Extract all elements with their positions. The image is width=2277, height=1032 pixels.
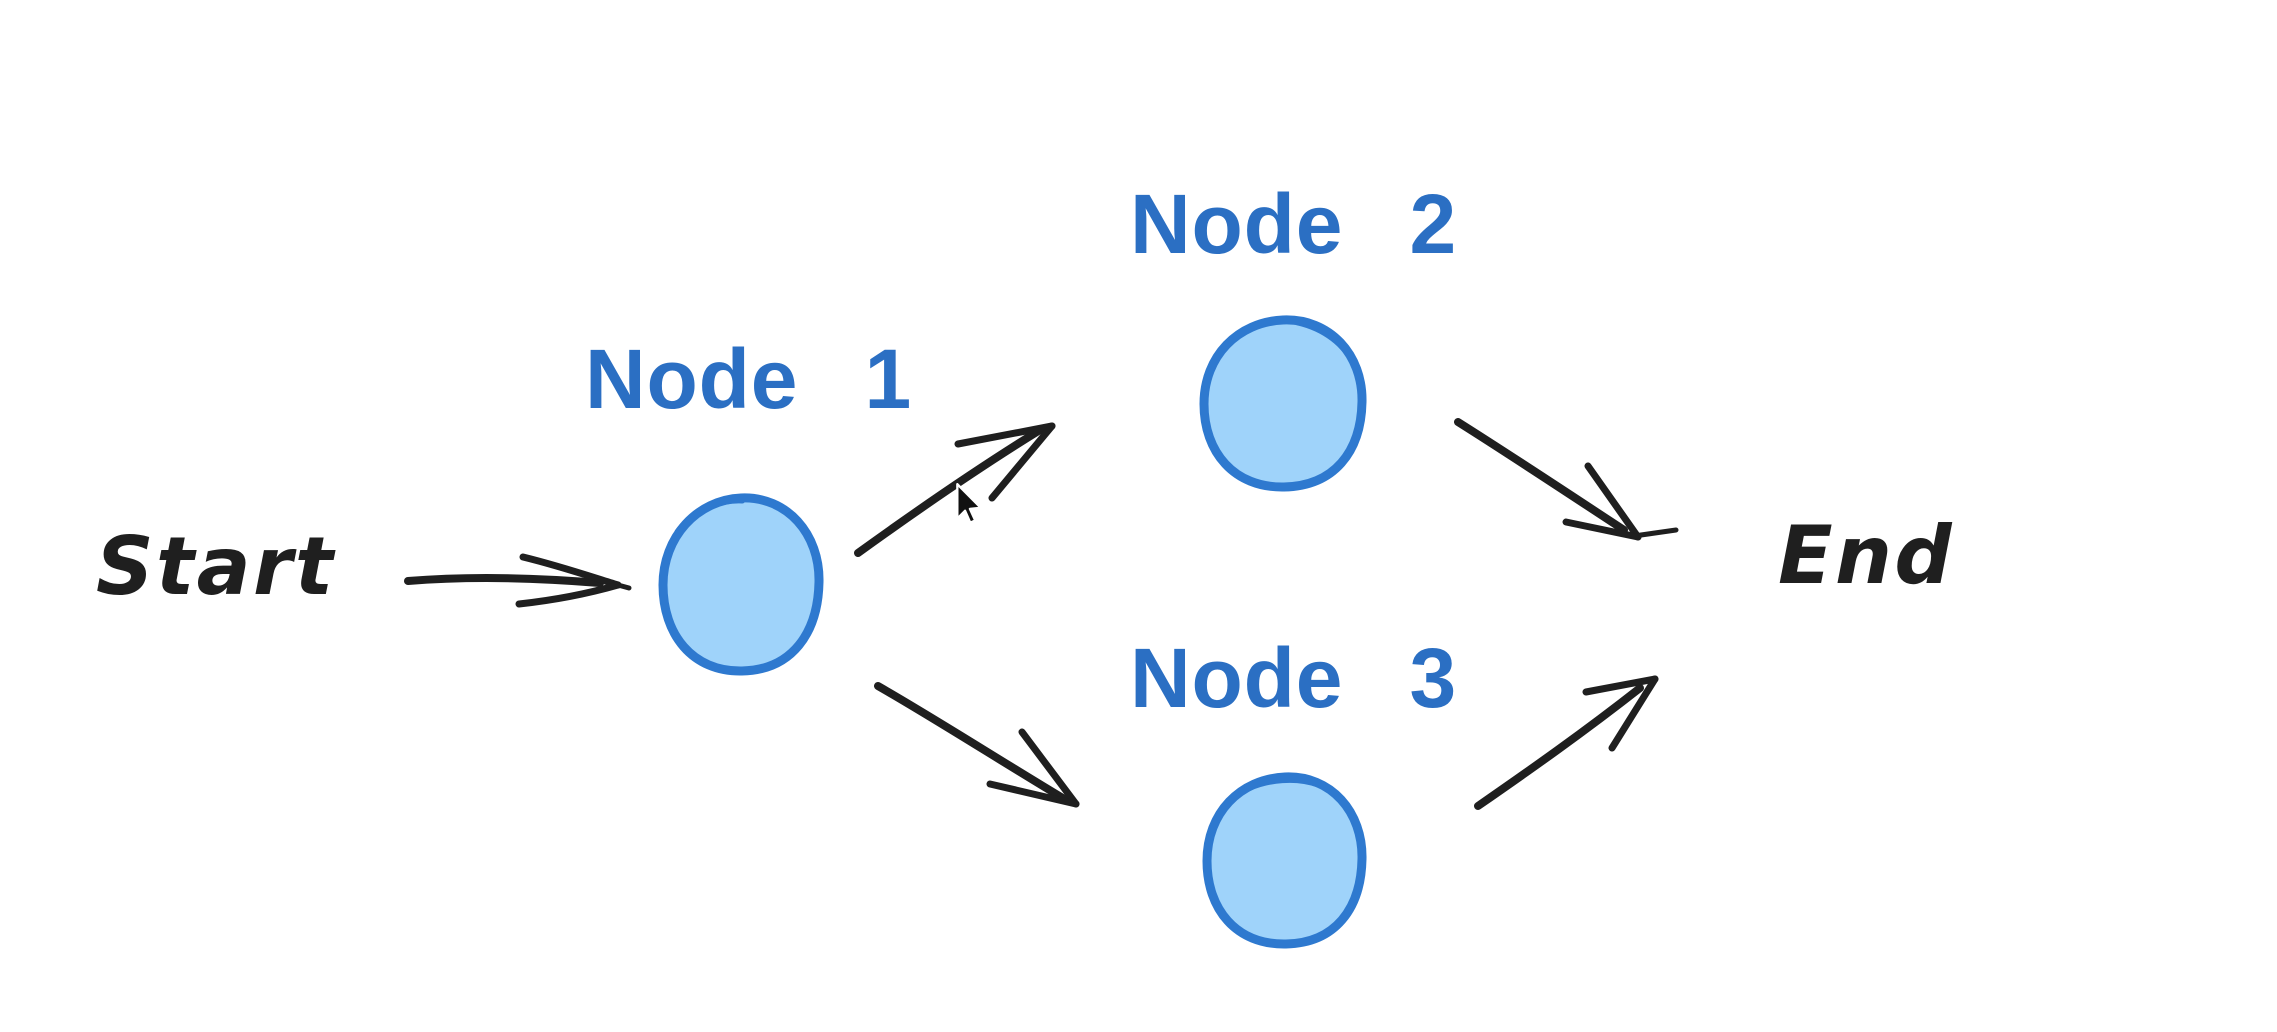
edge-node1-to-node2[interactable] xyxy=(854,422,1056,557)
arrowhead-barb[interactable] xyxy=(986,780,1080,808)
edge-node3-to-end[interactable] xyxy=(1474,675,1659,810)
edge-shaft[interactable] xyxy=(854,426,1044,557)
sketch-overlap-stroke xyxy=(674,496,746,536)
node3-label[interactable]: Node 3 xyxy=(1130,631,1458,725)
arrowhead-barb[interactable] xyxy=(1584,462,1642,541)
end-label[interactable]: End xyxy=(1778,509,1955,602)
sketch-overlap-stroke xyxy=(1244,775,1322,792)
edge-start-to-node1[interactable] xyxy=(404,553,632,608)
arrowhead-tip[interactable] xyxy=(1631,527,1679,539)
node3-circle[interactable] xyxy=(1202,772,1367,949)
arrowhead-barb[interactable] xyxy=(1582,675,1659,696)
start-label[interactable]: Start xyxy=(96,520,336,613)
arrowhead-tip[interactable] xyxy=(615,582,632,591)
edge-shaft[interactable] xyxy=(874,682,1070,804)
edge-shaft[interactable] xyxy=(1474,684,1644,810)
arrowhead-barb[interactable] xyxy=(1608,675,1659,752)
node2-label[interactable]: Node 2 xyxy=(1130,177,1458,271)
sketch-overlap-stroke xyxy=(1294,318,1359,370)
edge-node1-to-node3[interactable] xyxy=(874,682,1080,808)
node2-circle[interactable] xyxy=(1199,315,1367,492)
node1-label[interactable]: Node 1 xyxy=(585,332,913,426)
arrowhead-barb[interactable] xyxy=(515,581,622,608)
edge-shaft[interactable] xyxy=(1454,418,1628,534)
cursor-arrow-shape xyxy=(956,483,982,524)
arrowhead-barb[interactable] xyxy=(1018,728,1080,808)
edge-shaft[interactable] xyxy=(404,574,604,587)
arrowhead-barb[interactable] xyxy=(954,422,1056,448)
mouse-cursor-icon xyxy=(956,483,982,524)
node-shape[interactable] xyxy=(1202,772,1367,949)
arrowhead-barb[interactable] xyxy=(519,553,622,589)
node-shape[interactable] xyxy=(658,493,824,676)
node1-circle[interactable] xyxy=(658,493,824,676)
edge-node2-to-end[interactable] xyxy=(1454,418,1679,541)
arrowhead-barb[interactable] xyxy=(988,422,1056,502)
arrowhead-barb[interactable] xyxy=(1562,518,1642,541)
